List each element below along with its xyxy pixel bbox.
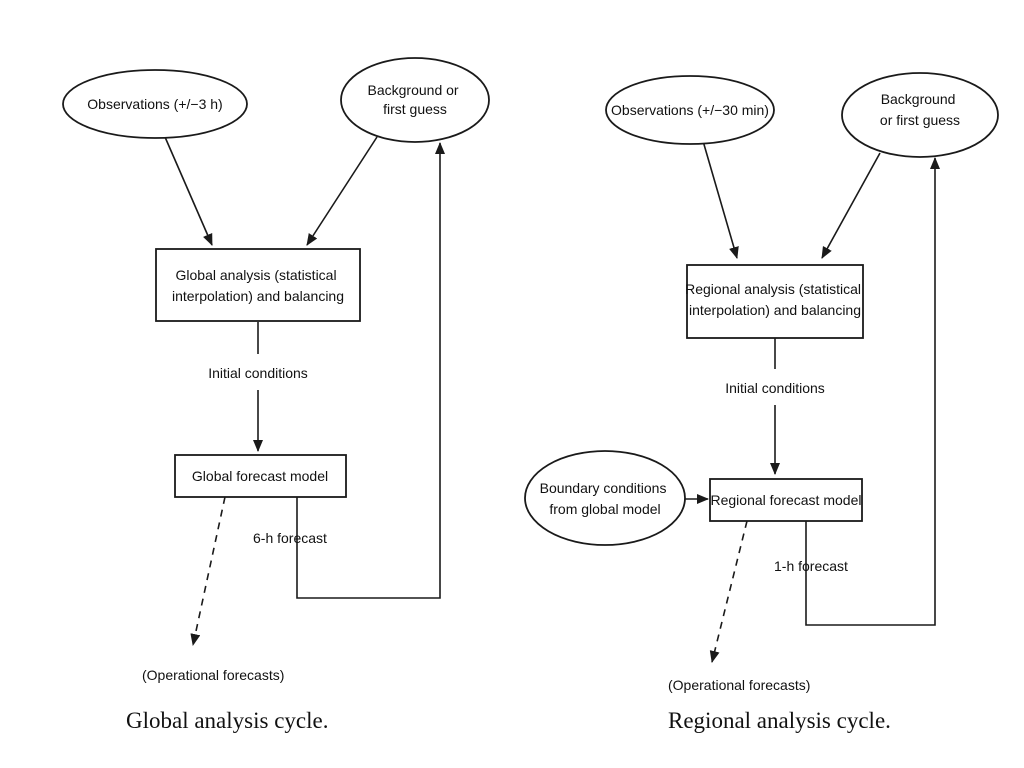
- arrow-regional-background-to-analysis: [821, 152, 881, 259]
- regional-boundary-label-line1: Boundary conditions: [540, 480, 667, 496]
- arrow-regional-operational-dashed: [709, 520, 748, 663]
- regional-cycle-caption: Regional analysis cycle.: [668, 708, 891, 733]
- global-initial-conditions-label: Initial conditions: [208, 365, 308, 381]
- svg-text:Global forecast model: Global forecast model: [192, 468, 328, 484]
- regional-forecast-model-label: Regional forecast model: [711, 492, 862, 508]
- global-background-label-line2: first guess: [383, 101, 447, 117]
- svg-text:Observations (+/−30 min): Observations (+/−30 min): [611, 102, 769, 118]
- arrow-global-background-to-analysis: [306, 136, 378, 246]
- global-cycle: Observations (+/−3 h) Background or firs…: [62, 57, 490, 683]
- global-forecast-length-label: 6-h forecast: [253, 530, 327, 546]
- analysis-cycles-diagram: Observations (+/−3 h) Background or firs…: [62, 57, 999, 693]
- global-forecast-model-label: Global forecast model: [192, 468, 328, 484]
- global-background-label-line1: Background or: [368, 82, 459, 98]
- svg-text:Regional forecast model: Regional forecast model: [711, 492, 862, 508]
- regional-boundary-label-line2: from global model: [549, 501, 660, 517]
- svg-text:Background or first gu: Background or first guess: [880, 91, 960, 128]
- global-observations-node: Observations (+/−3 h): [62, 69, 248, 139]
- regional-observations-node: Observations (+/−30 min): [605, 75, 775, 145]
- global-analysis-label-line1: Global analysis (statistical: [176, 267, 337, 283]
- svg-text:Background or first gu: Background or first guess: [368, 82, 463, 117]
- global-analysis-label-line2: interpolation) and balancing: [172, 288, 344, 304]
- regional-forecast-length-label: 1-h forecast: [774, 558, 848, 574]
- global-cycle-caption: Global analysis cycle.: [126, 708, 329, 733]
- regional-background-label-line1: Background: [881, 91, 956, 107]
- arrow-regional-forecast-feedback: [805, 157, 940, 626]
- arrow-regional-observations-to-analysis: [702, 140, 739, 259]
- regional-analysis-label-line1: Regional analysis (statistical: [685, 281, 861, 297]
- arrow-global-operational-dashed: [190, 496, 226, 646]
- regional-initial-conditions-label: Initial conditions: [725, 380, 825, 396]
- regional-background-label-line2: or first guess: [880, 112, 960, 128]
- arrow-global-observations-to-analysis: [164, 136, 213, 246]
- global-background-node: Background or first guess: [340, 57, 490, 143]
- regional-operational-forecasts-label: (Operational forecasts): [668, 677, 810, 693]
- regional-observations-label: Observations (+/−30 min): [611, 102, 769, 118]
- svg-text:Regional analysis (statistical: Regional analysis (statistical interpola…: [685, 281, 865, 318]
- global-analysis-node: Global analysis (statistical interpolati…: [155, 248, 361, 322]
- svg-text:Boundary conditions fr: Boundary conditions from global model: [540, 480, 671, 517]
- regional-cycle: Observations (+/−30 min) Background or f…: [524, 72, 999, 693]
- global-forecast-model-node: Global forecast model: [174, 454, 347, 498]
- regional-forecast-model-node: Regional forecast model: [709, 478, 863, 522]
- regional-background-node: Background or first guess: [841, 72, 999, 158]
- regional-boundary-node: Boundary conditions from global model: [524, 450, 686, 546]
- svg-text:Global analysis (statistical: Global analysis (statistical interpolati…: [172, 267, 344, 304]
- global-operational-forecasts-label: (Operational forecasts): [142, 667, 284, 683]
- svg-text:Observations (+/−3 h): Observations (+/−3 h): [87, 96, 222, 112]
- global-observations-label: Observations (+/−3 h): [87, 96, 222, 112]
- arrow-global-forecast-feedback: [296, 142, 445, 599]
- regional-analysis-node: Regional analysis (statistical interpola…: [685, 264, 865, 339]
- regional-analysis-label-line2: interpolation) and balancing: [689, 302, 861, 318]
